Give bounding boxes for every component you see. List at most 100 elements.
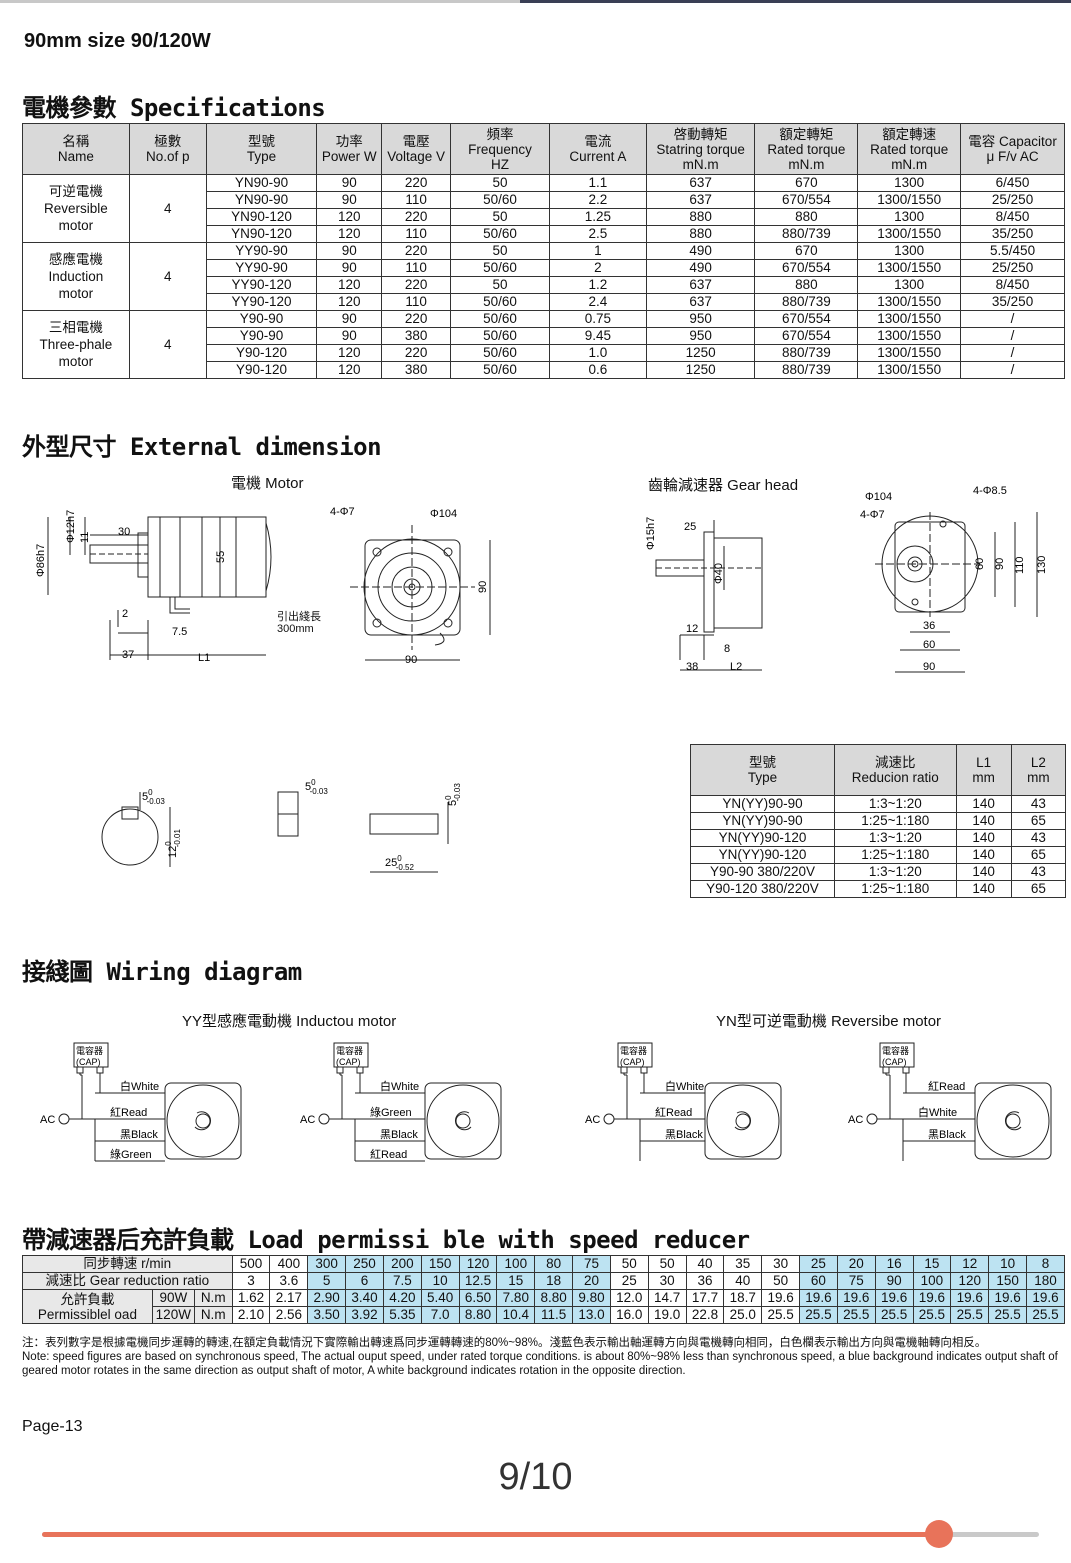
ac-source-icon: [318, 1113, 330, 1125]
spec-cell: 90: [316, 242, 383, 260]
load-cell: 8: [1026, 1255, 1065, 1273]
load-cell: 3: [231, 1272, 271, 1290]
load-power: 90W: [151, 1289, 195, 1307]
spec-cell: 50: [450, 208, 550, 226]
spec-cell: 110: [381, 259, 452, 277]
ratio-cell: 140: [955, 795, 1012, 813]
wire-label: 白White: [380, 1079, 419, 1093]
dim-gear-90-side: 90: [994, 558, 1006, 570]
ratio-cell: 1:25~1:180: [833, 880, 957, 898]
ratio-cell: 140: [955, 880, 1012, 898]
spec-cell: 880/739: [754, 293, 859, 311]
spec-cell: 1300/1550: [857, 361, 962, 379]
dim-8: 8: [724, 643, 730, 655]
ratio-cell: 43: [1010, 829, 1067, 847]
load-cell: 150: [988, 1272, 1027, 1290]
spec-cell: 637: [645, 191, 756, 209]
ratio-cell: 1:3~1:20: [833, 795, 957, 813]
load-power: 120W: [151, 1306, 195, 1324]
load-cell: 7.0: [420, 1306, 460, 1324]
dim-11: 11: [79, 532, 91, 543]
load-cell: 3.50: [307, 1306, 347, 1324]
ratio-cell: Y90-120 380/220V: [690, 880, 835, 898]
load-cell: 75: [572, 1255, 611, 1273]
ac-label: AC: [848, 1114, 863, 1126]
spec-group-poles: 4: [128, 174, 207, 243]
dim-gear-110: 110: [1014, 556, 1026, 574]
load-cell: 300: [307, 1255, 347, 1273]
key-height-a: 120-0.01: [164, 829, 182, 858]
page-progress-track[interactable]: [42, 1532, 1039, 1537]
load-cell: 15: [912, 1255, 952, 1273]
spec-cell: 1: [548, 242, 647, 260]
spec-cell: /: [960, 344, 1065, 362]
gear-front-drawing: Φ104 4-Φ7 4-Φ8.5 60 90 110 130 36 60 90: [860, 485, 1048, 673]
load-cell: 11.5: [534, 1306, 574, 1324]
wire-label: 紅Read: [655, 1106, 692, 1119]
section-heading-dimension: 外型尺寸 External dimension: [22, 433, 382, 461]
spec-cell: 380: [381, 361, 452, 379]
spec-cell: 2.5: [548, 225, 647, 243]
load-cell: 15: [496, 1272, 536, 1290]
spec-cell: 490: [645, 242, 756, 260]
capacitor-label: (CAP): [76, 1057, 101, 1067]
load-cell: 50: [761, 1272, 801, 1290]
dim-gear-60-bottom: 60: [923, 639, 935, 651]
load-cell: 25.5: [912, 1306, 952, 1324]
load-cell: 10.4: [496, 1306, 536, 1324]
spec-cell: 1250: [645, 344, 756, 362]
page-progress-handle[interactable]: [925, 1520, 954, 1548]
dim-90-bottom: 90: [405, 654, 417, 666]
load-cell: 7.5: [382, 1272, 422, 1290]
motor-icon: [974, 1082, 1052, 1160]
spec-cell: 110: [381, 191, 452, 209]
spec-cell: 50/60: [450, 327, 550, 345]
load-cell: 16.0: [609, 1306, 649, 1324]
spec-cell: 670: [754, 242, 859, 260]
motor-side-drawing: Φ86h7 Φ12h7 11 30 55 2 7.5 37 L1: [35, 510, 272, 664]
load-cell: 25.5: [836, 1306, 876, 1324]
spec-cell: 120: [316, 344, 383, 362]
section-heading-spec: 電機參數 Specifications: [22, 94, 326, 122]
spec-cell: /: [960, 361, 1065, 379]
spec-cell: 880: [754, 276, 859, 294]
spec-cell: 1.1: [548, 174, 647, 192]
dim-55: 55: [215, 551, 227, 563]
page-title: 90mm size 90/120W: [24, 30, 211, 52]
spec-cell: 1300/1550: [857, 344, 962, 362]
ratio-cell: 140: [955, 812, 1012, 830]
dim-d104: Φ104: [430, 508, 457, 520]
wire-label: 黑Black: [380, 1128, 418, 1141]
load-cell: 75: [836, 1272, 876, 1290]
load-cell: 19.6: [874, 1289, 914, 1307]
spec-cell: 1300/1550: [857, 191, 962, 209]
spec-cell: 90: [316, 259, 383, 277]
spec-cell: 220: [381, 344, 452, 362]
spec-cell: 90: [316, 310, 383, 328]
motor-icon: [164, 1082, 242, 1160]
dim-12: 12: [686, 623, 698, 635]
ratio-cell: 140: [955, 863, 1012, 881]
ratio-cell: Y90-90 380/220V: [690, 863, 835, 881]
load-cell: 19.6: [1026, 1289, 1065, 1307]
spec-cell: 1300/1550: [857, 327, 962, 345]
key-width-b: 50-0.03: [305, 778, 328, 796]
load-cell: 150: [420, 1255, 460, 1273]
spec-cell: 110: [381, 225, 452, 243]
spec-cell: 220: [381, 310, 452, 328]
ac-source-icon: [866, 1113, 878, 1125]
ratio-cell: 43: [1010, 863, 1067, 881]
spec-cell: 25/250: [960, 259, 1065, 277]
